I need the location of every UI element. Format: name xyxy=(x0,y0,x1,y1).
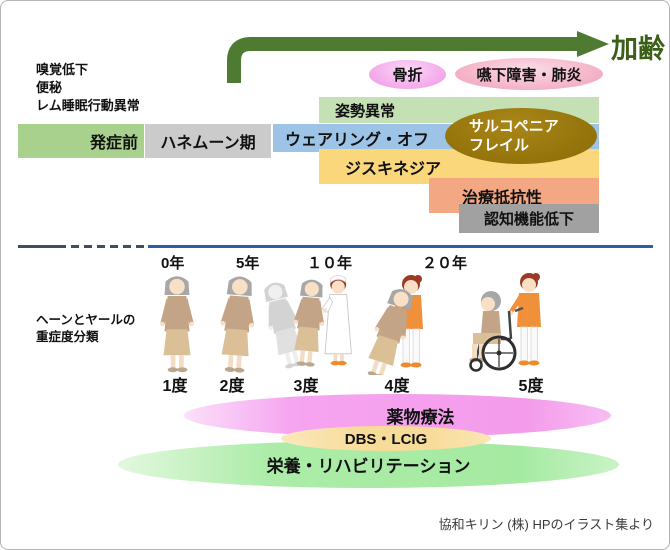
dbs-lcig-oval: DBS・LCIG xyxy=(281,426,491,451)
frailty-line: フレイル xyxy=(469,137,530,154)
attribution-text: 協和キリン (株) HPのイラスト集より xyxy=(438,517,654,532)
stage3-person-with-nurse-icon xyxy=(263,274,352,371)
stage-label-4: 4度 xyxy=(384,378,410,395)
sarcopenia-line: サルコペニア xyxy=(469,118,559,135)
fracture-oval: 骨折 xyxy=(369,60,446,89)
year-label-10: １０年 xyxy=(307,255,353,272)
divider-blue-segment xyxy=(148,245,653,248)
aging-label: 加齢 xyxy=(611,34,665,64)
stage-label-2: 2度 xyxy=(219,378,245,395)
prodromal-line-1: 嗅覚低下 xyxy=(36,62,89,77)
stage4-person-with-caregiver-icon xyxy=(361,274,424,375)
dysphagia-pneumonia-oval: 嚥下障害・肺炎 xyxy=(455,58,603,90)
year-label-0: 0年 xyxy=(161,255,185,272)
hoehn-yahr-label-line-2: 重症度分類 xyxy=(36,330,99,344)
stage2-person-icon xyxy=(217,275,258,374)
sarcopenia-frailty-oval: サルコペニア フレイル xyxy=(445,108,597,164)
hoehn-yahr-label: ヘーンとヤールの 重症度分類 xyxy=(36,312,135,346)
stage1-person-icon xyxy=(160,276,194,373)
prodromal-line-3: レム睡眠行動異常 xyxy=(36,98,140,113)
prodromal-line-2: 便秘 xyxy=(36,80,63,95)
prodromal-symptoms: 嗅覚低下 便秘 レム睡眠行動異常 xyxy=(36,61,140,115)
divider-dashed-segment xyxy=(58,245,148,248)
aging-arrow-icon xyxy=(227,31,609,83)
honeymoon-bar: ハネムーン期 xyxy=(145,124,271,158)
stage5-wheelchair-with-caregiver-icon xyxy=(469,272,542,372)
stage-label-5: 5度 xyxy=(518,378,544,395)
stage-label-1: 1度 xyxy=(162,378,188,395)
stage-label-3: 3度 xyxy=(293,378,319,395)
divider-dark-segment xyxy=(18,245,58,248)
year-label-5: 5年 xyxy=(236,255,260,272)
pre-onset-bar: 発症前 xyxy=(18,124,144,158)
cognitive-decline-bar: 認知機能低下 xyxy=(459,204,599,233)
hoehn-yahr-label-line-1: ヘーンとヤールの xyxy=(36,313,136,327)
year-label-20: ２０年 xyxy=(422,255,468,272)
